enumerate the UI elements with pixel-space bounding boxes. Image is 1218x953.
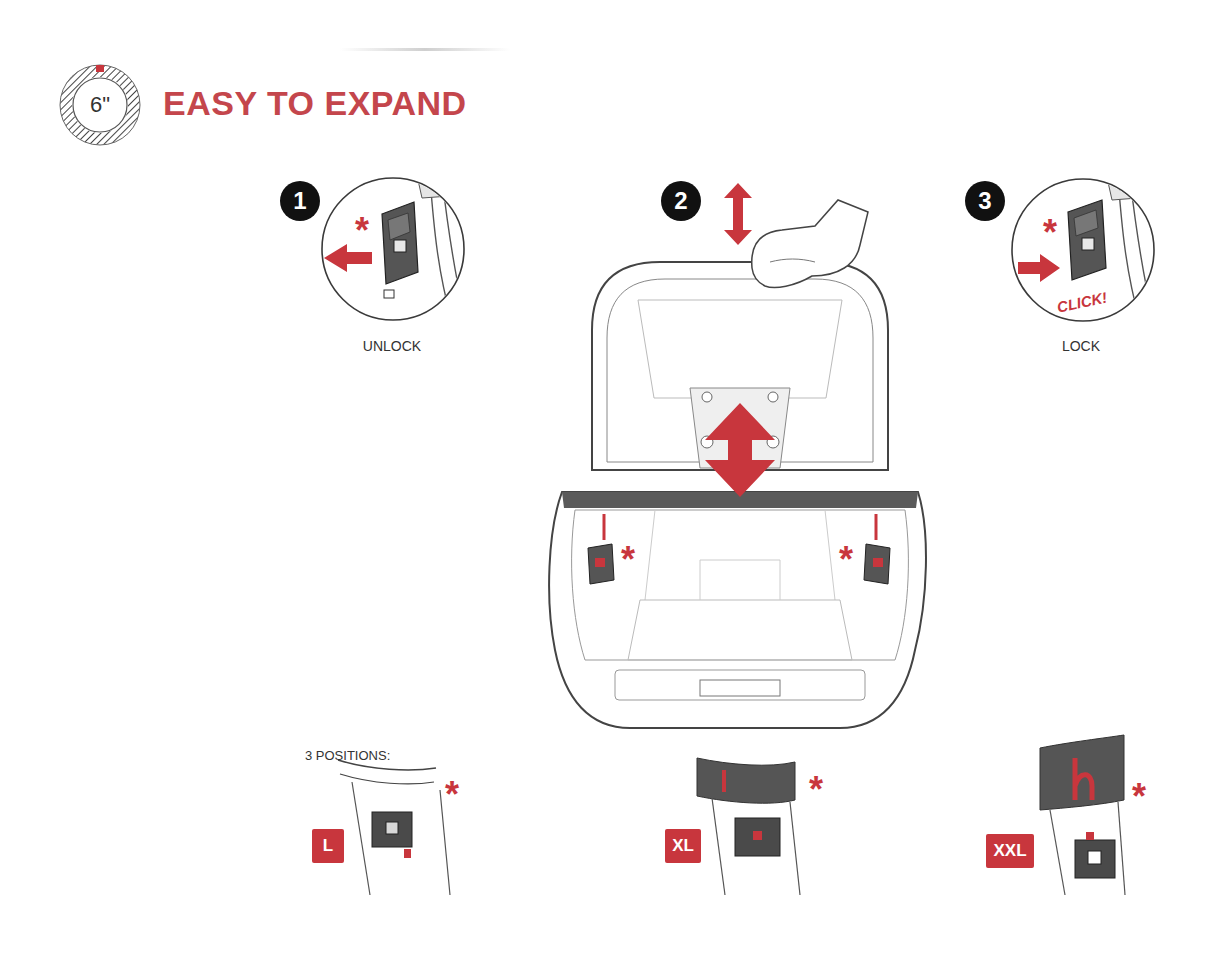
node-text: 6" [90, 93, 110, 117]
position-xxl-part [1118, 802, 1125, 895]
position-xl-part [712, 798, 725, 895]
hand-part [724, 183, 752, 245]
position-xxl-part [1075, 840, 1115, 878]
unlock-detail-part [322, 178, 464, 320]
unlock-detail-part-part [384, 290, 394, 298]
position-xxl-part [1050, 810, 1065, 895]
case-base [549, 403, 926, 728]
position-l-part [386, 822, 398, 834]
position-xxl-part [1040, 735, 1124, 810]
case-base-part [603, 514, 606, 540]
unlock-detail-part-part [430, 178, 452, 322]
asterisk-mark: * [355, 213, 369, 249]
case-base-part [705, 403, 775, 497]
case-base-part [875, 514, 878, 540]
position-xl [697, 758, 800, 895]
asterisk-mark: * [445, 777, 459, 813]
size-badge: XL [665, 829, 701, 863]
position-l-part [404, 849, 411, 858]
step-number: 3 [965, 181, 1005, 221]
position-l-part [372, 812, 412, 847]
icon-ring [60, 65, 140, 145]
position-xl-part [753, 831, 762, 840]
node-text: XL [672, 837, 694, 856]
hand [724, 183, 868, 288]
position-xl-part [735, 818, 780, 856]
icon-ring-part [60, 65, 140, 145]
position-xxl-part [1088, 851, 1101, 864]
node-text: 2 [674, 188, 687, 214]
case-base-part [873, 558, 883, 567]
step-number: 1 [280, 181, 320, 221]
asterisk-mark: * [809, 772, 823, 808]
click-note: CLICK! [1056, 289, 1109, 314]
asterisk-mark: * [1043, 215, 1057, 251]
case-base-part [595, 558, 605, 567]
lock-detail-part-part [1082, 238, 1094, 250]
asterisk-mark: * [839, 542, 853, 578]
case-lid-part [768, 392, 778, 402]
unlock-detail-part [324, 178, 466, 322]
case-lid-part [702, 392, 712, 402]
unlock-detail-part-part [418, 178, 450, 198]
lock-detail-part-part [1018, 254, 1060, 282]
unlock-detail-part-part [388, 213, 410, 240]
position-xl-part [790, 802, 800, 895]
node-text: L [323, 837, 333, 856]
asterisk-mark: * [621, 542, 635, 578]
case-base-part [700, 560, 780, 600]
title: EASY TO EXPAND [163, 86, 467, 120]
position-xl-part [697, 758, 795, 803]
size-badge: L [312, 829, 344, 863]
position-l-part [352, 782, 370, 895]
asterisk-mark: * [1132, 779, 1146, 815]
position-l-part [340, 774, 434, 784]
header-rule-part [340, 48, 510, 51]
lock-detail-part-part [1068, 200, 1106, 280]
step-caption: UNLOCK [363, 339, 421, 353]
case-base-part [572, 510, 909, 660]
size-badge: XXL [986, 834, 1033, 868]
step-number: 2 [661, 181, 701, 221]
lock-detail-part [1012, 179, 1154, 321]
position-xxl-part [1086, 832, 1094, 840]
hand-part [770, 259, 815, 262]
step-caption: LOCK [1062, 339, 1100, 353]
case-base-part [645, 510, 835, 600]
lock-detail-part-part [1074, 210, 1098, 236]
icon-ring-part [73, 78, 127, 132]
header-rule [340, 48, 510, 51]
case-base-part [615, 670, 865, 700]
icon-ring-part [96, 65, 104, 72]
position-xxl [1040, 735, 1125, 895]
unlock-detail-part-part [442, 178, 466, 322]
icon-ring-part [66, 71, 134, 139]
case-base-part [628, 600, 852, 660]
node-text: XXL [993, 842, 1026, 861]
positions-heading: 3 POSITIONS: [305, 749, 390, 762]
unlock-detail-part-part [382, 202, 418, 284]
lock-detail-part-part [1108, 180, 1138, 200]
case-lid-part [638, 300, 842, 398]
lock-detail [1012, 178, 1154, 322]
node-text: 3 [978, 188, 991, 214]
case-base-part [549, 492, 926, 728]
lock-detail-part-part [1130, 178, 1154, 322]
hand-part [752, 200, 868, 288]
case-base-part [588, 544, 614, 584]
unlock-detail-part-part [394, 240, 406, 252]
size-icon: 6" [74, 79, 126, 131]
position-xxl-part [1075, 758, 1092, 800]
position-l [338, 760, 450, 895]
unlock-detail [322, 178, 466, 322]
node-text: 1 [293, 188, 306, 214]
position-xl-part [722, 770, 726, 792]
case-base-part [700, 680, 780, 696]
case-base-part [864, 544, 890, 584]
lock-detail-part [1018, 178, 1154, 322]
